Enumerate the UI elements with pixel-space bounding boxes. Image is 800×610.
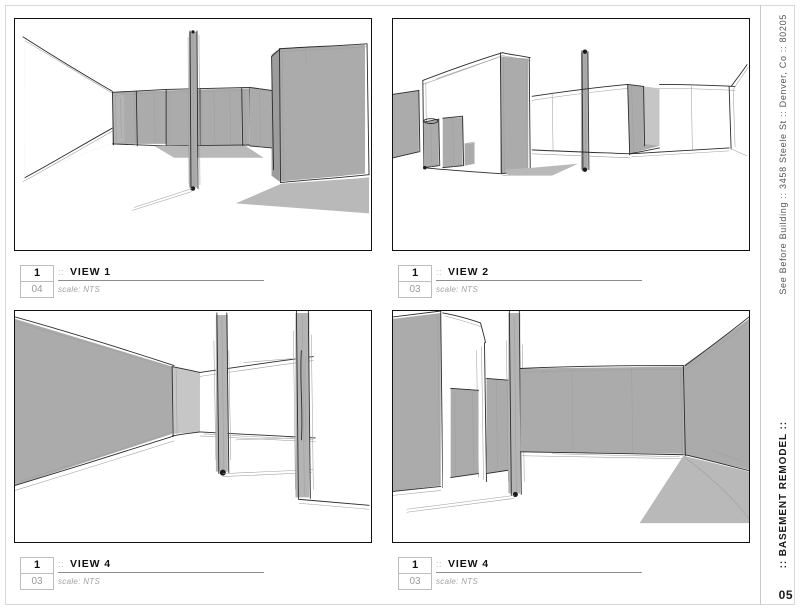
view-title: VIEW 4 (70, 558, 112, 570)
sketch-drawing-1 (22, 30, 370, 214)
title-block-3: 1 03 :: VIEW 4 scale: NTS (14, 557, 372, 591)
title-block-4: 1 03 :: VIEW 4 scale: NTS (392, 557, 750, 591)
panel-view-3[interactable]: 1 03 :: VIEW 4 scale: NTS (14, 310, 372, 591)
perspective-viewport-1[interactable] (14, 18, 372, 251)
separator-dots: :: (436, 267, 443, 277)
sheet-number: 03 (31, 576, 43, 587)
separator-dots: :: (58, 559, 65, 569)
project-address-text: See Before Building :: 3458 Steele St ::… (778, 14, 788, 295)
scale-note: scale: NTS (58, 577, 101, 586)
side-divider-rule (760, 5, 761, 605)
panel-view-2[interactable]: 1 03 :: VIEW 2 scale: NTS (392, 18, 750, 299)
title-block-1: 1 04 :: VIEW 1 scale: NTS (14, 265, 372, 299)
sketch-drawing-4 (393, 311, 749, 524)
sketch-drawing-3 (15, 311, 370, 510)
panel-view-1[interactable]: 1 04 :: VIEW 1 scale: NTS (14, 18, 372, 299)
perspective-viewport-3[interactable] (14, 310, 372, 543)
detail-number-box-3: 1 03 (20, 557, 54, 590)
project-title-text: :: BASEMENT REMODEL :: (778, 420, 789, 568)
separator-dots: :: (58, 267, 65, 277)
sheet-side-strip (760, 5, 800, 605)
detail-number: 1 (399, 266, 431, 282)
title-text-group-2: :: VIEW 2 scale: NTS (436, 265, 736, 297)
detail-number-box-2: 1 03 (398, 265, 432, 298)
title-text-group-1: :: VIEW 1 scale: NTS (58, 265, 358, 297)
scale-note: scale: NTS (58, 285, 101, 294)
title-text-group-4: :: VIEW 4 scale: NTS (436, 557, 736, 589)
sheet-number: 03 (409, 284, 421, 295)
detail-number-box-1: 1 04 (20, 265, 54, 298)
separator-dots: :: (436, 559, 443, 569)
title-block-2: 1 03 :: VIEW 2 scale: NTS (392, 265, 750, 299)
perspective-viewport-2[interactable] (392, 18, 750, 251)
panel-view-4[interactable]: 1 03 :: VIEW 4 scale: NTS (392, 310, 750, 591)
sheet-page-number: 05 (778, 588, 793, 602)
scale-note: scale: NTS (436, 577, 479, 586)
detail-number: 1 (399, 558, 431, 574)
detail-number: 1 (21, 558, 53, 574)
viewport-grid: 1 04 :: VIEW 1 scale: NTS (14, 18, 750, 593)
scale-note: scale: NTS (436, 285, 479, 294)
sheet-number: 03 (409, 576, 421, 587)
view-title: VIEW 1 (70, 266, 112, 278)
detail-number-box-4: 1 03 (398, 557, 432, 590)
sketch-drawing-2 (393, 49, 749, 176)
perspective-viewport-4[interactable] (392, 310, 750, 543)
detail-number: 1 (21, 266, 53, 282)
view-title: VIEW 2 (448, 266, 490, 278)
sheet-number: 04 (31, 284, 43, 295)
title-text-group-3: :: VIEW 4 scale: NTS (58, 557, 358, 589)
view-title: VIEW 4 (448, 558, 490, 570)
